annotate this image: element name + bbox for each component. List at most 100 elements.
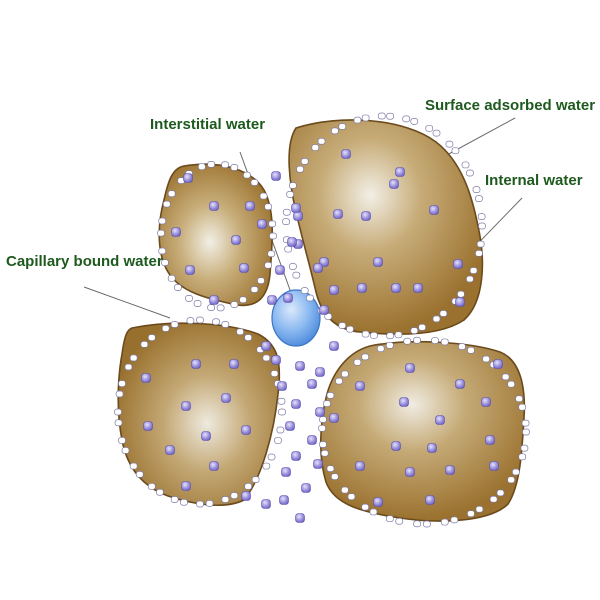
- surface-water-bead: [269, 232, 277, 240]
- surface-water-bead: [221, 496, 230, 503]
- surface-water-bead: [311, 144, 320, 151]
- surface-water-bead: [115, 390, 124, 398]
- surface-water-bead: [264, 203, 273, 211]
- water-molecule: [185, 265, 195, 275]
- surface-water-bead: [410, 118, 419, 125]
- surface-water-bead: [193, 300, 202, 307]
- surface-water-bead: [431, 337, 439, 344]
- water-molecule: [313, 459, 323, 469]
- surface-water-bead: [319, 441, 327, 448]
- water-molecule: [413, 283, 423, 293]
- surface-water-bead: [326, 391, 335, 399]
- surface-water-bead: [467, 510, 475, 518]
- water-molecule: [355, 381, 365, 391]
- water-molecule: [301, 483, 311, 493]
- surface-water-bead: [317, 137, 326, 145]
- water-molecule: [361, 211, 371, 221]
- surface-water-bead: [259, 192, 268, 200]
- surface-water-bead: [496, 489, 505, 497]
- surface-water-bead: [300, 157, 309, 165]
- water-molecule: [277, 381, 287, 391]
- water-molecule: [405, 363, 415, 373]
- surface-water-bead: [230, 301, 239, 308]
- water-molecule: [489, 461, 499, 471]
- surface-water-bead: [207, 304, 215, 311]
- surface-water-bead: [432, 129, 441, 137]
- surface-water-bead: [522, 428, 530, 436]
- water-molecule: [399, 397, 409, 407]
- water-molecule: [209, 201, 219, 211]
- water-molecule: [141, 373, 151, 383]
- water-molecule: [283, 293, 293, 303]
- water-molecule: [183, 173, 193, 183]
- surface-water-bead: [445, 140, 454, 148]
- surface-water-bead: [156, 488, 164, 496]
- surface-water-bead: [341, 486, 349, 494]
- surface-water-bead: [296, 165, 304, 173]
- water-molecule: [429, 205, 439, 215]
- water-molecule: [329, 341, 339, 351]
- water-molecule: [279, 495, 289, 505]
- surface-water-bead: [147, 334, 156, 341]
- water-molecule: [267, 295, 277, 305]
- surface-adsorbed-beads: [114, 112, 530, 528]
- water-molecule: [333, 209, 343, 219]
- water-molecule: [239, 263, 249, 273]
- surface-water-bead: [377, 112, 386, 120]
- surface-water-bead: [221, 321, 230, 328]
- surface-water-bead: [289, 263, 297, 270]
- surface-water-bead: [507, 380, 516, 388]
- surface-water-bead: [338, 322, 347, 329]
- surface-water-bead: [158, 247, 167, 255]
- labels: Interstitial water Surface adsorbed wate…: [6, 97, 595, 270]
- surface-water-bead: [323, 400, 331, 408]
- water-molecule: [291, 203, 301, 213]
- surface-water-bead: [267, 453, 276, 461]
- label-surface-adsorbed-water: Surface adsorbed water: [425, 97, 595, 114]
- soil-particle-bottom-left: [117, 322, 281, 506]
- water-molecule: [295, 513, 305, 523]
- surface-water-bead: [467, 346, 475, 354]
- water-molecule: [191, 359, 201, 369]
- water-molecule: [201, 431, 211, 441]
- surface-water-bead: [330, 473, 339, 480]
- water-molecule: [435, 415, 445, 425]
- water-molecule: [281, 467, 291, 477]
- soil-particle-top-right: [288, 119, 484, 335]
- surface-water-bead: [196, 500, 204, 508]
- label-interstitial-water: Interstitial water: [150, 116, 265, 133]
- interstitial-water-drop: [271, 289, 321, 347]
- water-molecule: [389, 179, 399, 189]
- surface-water-bead: [282, 208, 291, 216]
- surface-water-bead: [475, 250, 483, 257]
- surface-water-bead: [440, 518, 449, 526]
- water-molecule: [315, 407, 325, 417]
- water-molecule: [455, 297, 465, 307]
- surface-water-bead: [250, 286, 259, 293]
- water-molecules: [141, 149, 503, 523]
- label-internal-water: Internal water: [485, 172, 583, 189]
- surface-water-bead: [185, 295, 193, 302]
- surface-water-bead: [140, 341, 149, 348]
- surface-water-bead: [501, 373, 510, 381]
- water-molecule: [241, 491, 251, 501]
- surface-water-bead: [472, 186, 481, 193]
- surface-water-bead: [386, 112, 395, 120]
- surface-water-bead: [221, 161, 229, 169]
- surface-water-bead: [369, 508, 378, 516]
- surface-water-bead: [518, 403, 527, 411]
- surface-water-bead: [292, 271, 301, 279]
- water-molecule: [395, 167, 405, 177]
- surface-water-bead: [167, 190, 176, 198]
- surface-water-bead: [277, 397, 286, 405]
- surface-water-bead: [376, 345, 385, 353]
- surface-water-bead: [385, 515, 394, 523]
- water-molecule: [209, 461, 219, 471]
- surface-water-bead: [205, 500, 214, 507]
- surface-water-bead: [267, 250, 276, 258]
- surface-water-bead: [335, 377, 343, 385]
- water-molecule: [261, 499, 271, 509]
- surface-water-bead: [469, 267, 478, 274]
- surface-water-bead: [118, 380, 126, 387]
